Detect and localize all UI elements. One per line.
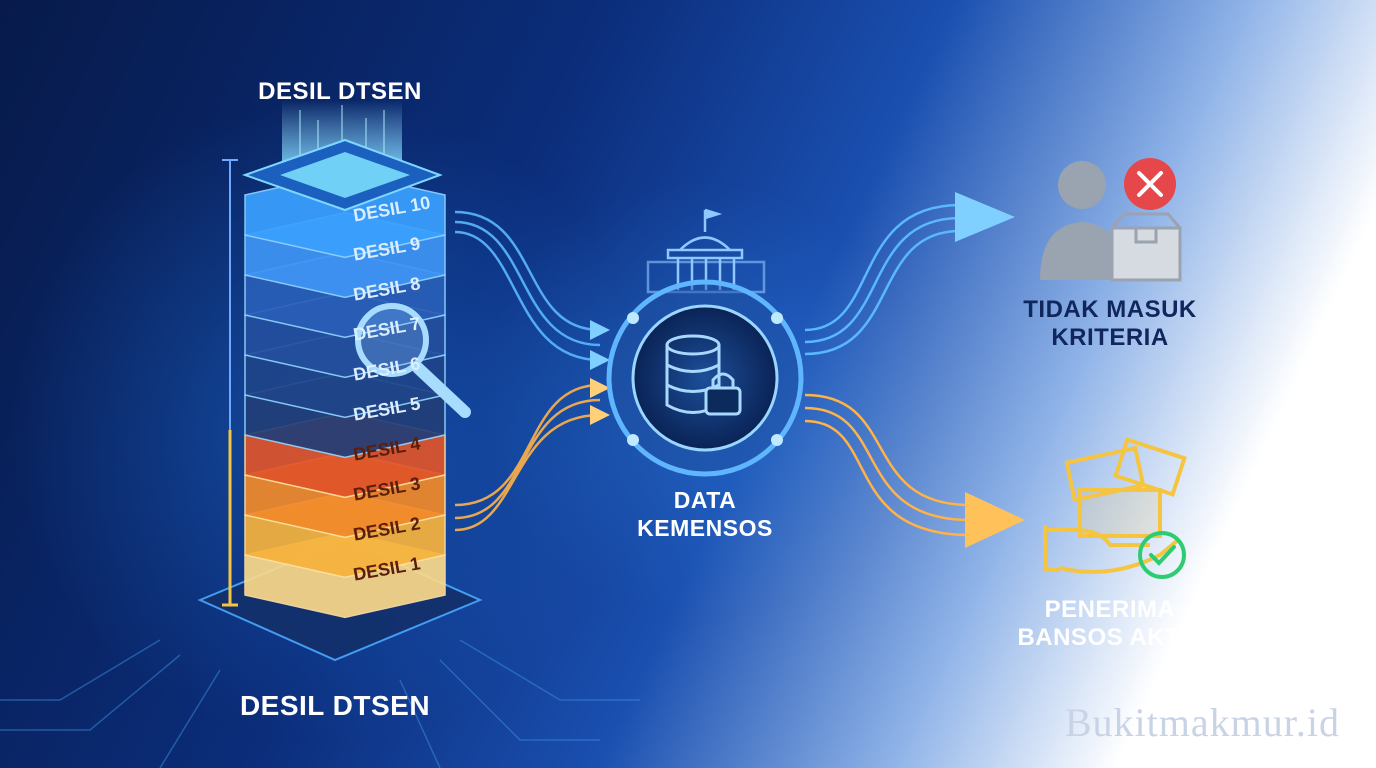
central-core bbox=[609, 282, 801, 474]
rejected-label-line1: TIDAK MASUK bbox=[1000, 296, 1220, 324]
box-icon bbox=[1112, 214, 1180, 280]
title-top: DESIL DTSEN bbox=[240, 78, 440, 106]
center-label-line2: KEMENSOS bbox=[610, 514, 800, 542]
rejected-label: TIDAK MASUK KRITERIA bbox=[1000, 296, 1220, 352]
flow-to-accepted bbox=[805, 395, 970, 535]
arrow-accepted bbox=[965, 492, 1025, 548]
title-bottom: DESIL DTSEN bbox=[225, 690, 445, 722]
money-hand-icon bbox=[1045, 440, 1184, 572]
orange-flow-lines bbox=[455, 385, 600, 530]
center-label: DATA KEMENSOS bbox=[610, 486, 800, 542]
scale-bar bbox=[222, 160, 238, 605]
arrow-rejected bbox=[955, 192, 1015, 242]
flow-to-rejected bbox=[805, 205, 960, 354]
reject-x-icon bbox=[1124, 158, 1176, 210]
accepted-label-line1: PENERIMA bbox=[995, 596, 1225, 624]
accepted-label-line2: BANSOS AKTIF bbox=[995, 624, 1225, 652]
rejected-label-line2: KRITERIA bbox=[1000, 324, 1220, 352]
accepted-label: PENERIMA BANSOS AKTIF bbox=[995, 596, 1225, 652]
blue-flow-lines bbox=[455, 212, 600, 360]
watermark: Bukitmakmur.id bbox=[1065, 699, 1340, 746]
center-label-line1: DATA bbox=[610, 486, 800, 514]
